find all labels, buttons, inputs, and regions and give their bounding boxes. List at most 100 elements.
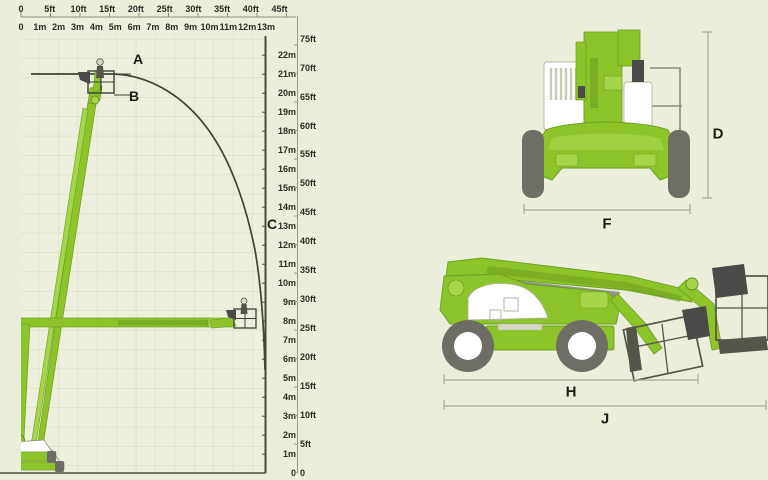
y-axis-feet-label: 55ft (300, 149, 317, 160)
callout-leaders (114, 73, 131, 96)
x-axis-meters-label: 1m (33, 22, 47, 32)
y-axis-meters-label: 22m (277, 50, 296, 60)
y-axis-feet-label: 0 (300, 468, 306, 478)
dimension-label-j: J (600, 410, 610, 428)
callout-label-c: C (266, 216, 278, 232)
chassis-horizontal (21, 439, 57, 463)
x-axis-meters-label: 13m (257, 22, 276, 32)
x-axis-feet-label: 35ft (214, 4, 231, 14)
work-envelope-panel: 0 5ft 10ft 15ft 20ft 25ft 30ft 35ft 40ft 45ft 0 1m… (0, 0, 330, 480)
front-view-panel: D F (500, 18, 768, 233)
dimension-label-h: H (565, 383, 577, 401)
x-axis-meters-label: 12m (238, 22, 257, 32)
x-axis-feet-label: 30ft (185, 4, 202, 14)
y-axis-meters-label: 8m (282, 316, 296, 326)
y-axis-feet-label: 20ft (300, 352, 317, 363)
wheel-front (556, 320, 608, 372)
y-axis-meters-label: 1m (282, 449, 296, 459)
x-axis-meters-label: 2m (52, 22, 66, 32)
platform-basket-side-1 (622, 306, 710, 382)
platform-basket-side-2 (712, 264, 768, 354)
side-view-drawing (439, 257, 768, 410)
y-axis-meters-label: 15m (277, 183, 296, 193)
y-axis-meters-label: 6m (282, 354, 296, 364)
x-axis-meters-label: 9m (184, 22, 198, 32)
rear-rail (650, 67, 682, 136)
x-axis-meters-label: 10m (200, 22, 219, 32)
machine-horizontal-boom (21, 297, 257, 463)
y-axis-meters-label: 13m (277, 221, 296, 231)
x-axis-meters-label: 11m (219, 22, 238, 32)
y-axis-feet-label: 30ft (300, 294, 317, 305)
y-axis-feet-label: 70ft (300, 62, 317, 73)
stowed-boom-stack (575, 29, 644, 135)
x-axis-meters-label: 4m (89, 22, 103, 32)
dimension-label-d: D (712, 125, 724, 143)
x-axis-meters-label: 0 (18, 22, 24, 32)
y-axis-meters-ticks (262, 54, 266, 474)
y-axis-feet-label: 50ft (300, 178, 317, 189)
y-axis-feet-label: 35ft (300, 265, 317, 276)
x-axis-meters-label: 8m (165, 22, 179, 32)
dimension-label-f: F (602, 215, 612, 233)
y-axis-meters-label: 19m (277, 107, 296, 117)
y-axis-feet-row: 0 5ft 10ft 15ft 20ft 25ft 30ft 35ft 40ft 45ft 50ft… (300, 0, 328, 480)
y-axis-meters-label: 20m (277, 88, 296, 98)
x-axis-meters-label: 3m (71, 22, 85, 32)
y-axis-meters-label: 2m (282, 430, 296, 440)
y-axis-meters-label: 12m (277, 240, 296, 250)
x-axis-meters-label: 7m (146, 22, 160, 32)
dimension-bracket-j (443, 400, 767, 410)
x-axis-feet-label: 25ft (156, 4, 173, 14)
callout-label-b: B (128, 88, 140, 104)
x-axis-feet-row: 0 5ft 10ft 15ft 20ft 25ft 30ft 35ft 40ft 45ft (0, 2, 330, 16)
folded-jib-assembly (609, 277, 723, 355)
y-axis-feet-label: 45ft (300, 207, 317, 218)
y-axis-meters-label: 7m (282, 335, 296, 345)
y-axis-meters-label: 9m (282, 297, 296, 307)
x-axis-feet-label: 10ft (70, 4, 87, 14)
y-axis-meters-label: 17m (277, 145, 296, 155)
tire-right (668, 130, 690, 198)
front-view-drawing (522, 29, 712, 214)
x-axis-meters-label: 5m (108, 22, 122, 32)
y-axis-meters-label: 16m (277, 164, 296, 174)
tire-left (522, 130, 544, 198)
x-axis-feet-label: 15ft (99, 4, 116, 14)
y-axis-feet-label: 60ft (300, 120, 317, 131)
side-view-panel: H J (430, 240, 768, 432)
y-axis-meters-label: 4m (282, 392, 296, 402)
y-axis-meters-label: 10m (277, 278, 296, 288)
x-axis-feet-label: 40ft (242, 4, 259, 14)
callout-label-a: A (132, 51, 144, 67)
y-axis-meters-label: 0 (290, 468, 296, 478)
envelope-curve (31, 73, 265, 371)
x-axis-meters-label: 6m (127, 22, 141, 32)
y-axis-feet-label: 40ft (300, 236, 317, 247)
y-axis-meters-label: 14m (277, 202, 296, 212)
y-axis-meters-label: 18m (277, 126, 296, 136)
y-axis-feet-label: 5ft (300, 439, 311, 450)
envelope-plot (0, 12, 298, 474)
x-axis-feet-label: 5ft (44, 4, 56, 14)
y-axis-meters-label: 5m (282, 373, 296, 383)
x-axis-feet-label: 0 (18, 4, 24, 14)
y-axis-meters-label: 21m (277, 69, 296, 79)
y-axis-feet-label: 25ft (300, 323, 317, 334)
x-axis-feet-label: 20ft (127, 4, 144, 14)
x-axis-feet-label: 45ft (271, 4, 288, 14)
y-axis-feet-ticks (294, 44, 298, 474)
y-axis-meters-label: 11m (278, 259, 296, 269)
platform-basket-raised (78, 58, 115, 94)
y-axis-feet-label: 15ft (300, 381, 317, 392)
chassis-body (535, 121, 677, 181)
y-axis-feet-label: 10ft (300, 410, 317, 421)
dimension-bracket-h (443, 374, 699, 384)
y-axis-feet-label: 65ft (300, 91, 317, 102)
plot-grid (21, 36, 265, 473)
dimension-bracket-f (523, 204, 691, 214)
operator-canopy (467, 283, 549, 321)
